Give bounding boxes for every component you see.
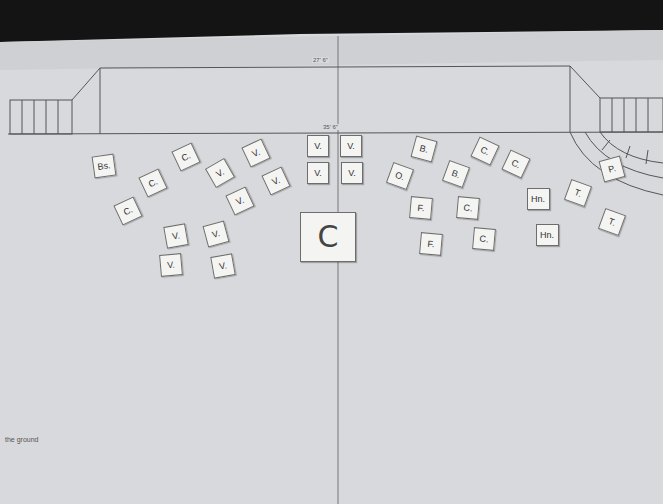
stage-back [100, 66, 570, 68]
stage-right-edge [570, 66, 571, 132]
seat-label: F. [417, 203, 425, 213]
stage-left-edge [100, 68, 101, 134]
paper-sheet [0, 30, 663, 504]
seat-card: V. [159, 253, 183, 277]
seat-card: C. [456, 196, 480, 220]
seat-label: B. [450, 168, 461, 179]
paper-shade [0, 30, 663, 70]
seat-label: Hn. [531, 195, 545, 204]
seat-label: T. [573, 188, 583, 199]
seat-label: V. [218, 261, 227, 271]
stairs-right [600, 98, 663, 132]
stairs-left [10, 100, 72, 134]
seat-label: C. [479, 145, 491, 157]
seat-label: V. [314, 169, 322, 178]
seat-label: V. [171, 231, 180, 241]
note-label: the ground [4, 436, 39, 443]
stage-front [8, 132, 663, 134]
seat-label: P. [607, 164, 616, 175]
dimension-label: 35' 6" [322, 124, 339, 130]
seat-card: V. [341, 162, 363, 184]
wing-right [570, 66, 600, 98]
seat-label: C. [180, 151, 192, 163]
seat-card: F. [419, 232, 443, 256]
seat-card: V. [307, 135, 329, 157]
seat-label: V. [348, 169, 356, 178]
seat-label: O. [394, 170, 406, 182]
seat-label: V. [271, 175, 282, 186]
seat-label: V. [347, 142, 355, 151]
seat-label: C. [463, 203, 473, 213]
seat-label: V. [251, 147, 262, 158]
seat-card: V. [210, 253, 235, 278]
seat-card: Hn. [527, 188, 550, 210]
seat-card: F. [409, 196, 433, 220]
seat-card: V. [163, 223, 188, 248]
seat-label: C. [479, 234, 489, 244]
seat-label: B. [419, 144, 430, 155]
center-line [338, 36, 339, 504]
seat-label: C. [122, 205, 134, 217]
dimension-label: 27' 6" [312, 57, 329, 63]
seat-label: V. [314, 142, 322, 151]
seat-label: F. [427, 239, 435, 249]
seat-card: V. [307, 162, 329, 184]
seat-card: V. [340, 135, 362, 157]
seat-label: C [318, 222, 339, 252]
seat-label: C. [147, 177, 159, 189]
seat-label: Bs. [97, 161, 111, 172]
seat-label: V. [211, 229, 221, 240]
seat-label: T. [607, 217, 617, 228]
wing-left [72, 68, 100, 100]
seat-card: Bs. [92, 154, 117, 179]
seat-label: V. [167, 260, 175, 270]
seat-card: C. [472, 227, 496, 251]
seat-label: V. [214, 167, 225, 179]
seat-card: Hn. [536, 224, 559, 246]
seat-label: V. [235, 195, 246, 206]
seat-label: C. [510, 158, 522, 170]
conductor-card: C [300, 212, 356, 262]
seat-label: Hn. [540, 231, 554, 240]
